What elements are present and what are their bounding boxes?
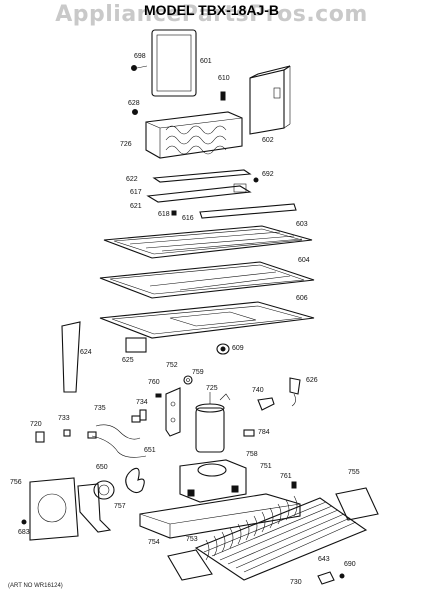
callout-740: 740 [252, 387, 264, 394]
part-734-relay [139, 409, 147, 421]
callout-698: 698 [134, 53, 146, 60]
callout-733: 733 [58, 415, 70, 422]
part-698-screw [131, 65, 148, 71]
part-733-clip [63, 429, 71, 437]
callout-628: 628 [128, 100, 140, 107]
part-757-panel [77, 483, 112, 533]
part-761-clip [291, 481, 297, 489]
callout-683: 683 [18, 529, 30, 536]
callout-650: 650 [96, 464, 108, 471]
callout-601: 601 [200, 58, 212, 65]
callout-626: 626 [306, 377, 318, 384]
part-683-screw [21, 519, 27, 525]
part-650-fan-motor [93, 480, 115, 500]
callout-784: 784 [258, 429, 270, 436]
part-760-clip [155, 393, 162, 398]
part-751-base [139, 493, 301, 539]
callout-759: 759 [192, 369, 204, 376]
callout-616: 616 [182, 215, 194, 222]
callout-753: 753 [186, 536, 198, 543]
part-610-screw [220, 91, 226, 101]
callout-730: 730 [290, 579, 302, 586]
part-643-drain [317, 571, 335, 585]
callout-754: 754 [148, 539, 160, 546]
callout-622: 622 [126, 176, 138, 183]
part-618-clip [171, 210, 177, 216]
callout-758: 758 [246, 451, 258, 458]
callout-621: 621 [130, 203, 142, 210]
callout-751: 751 [260, 463, 272, 470]
callout-606: 606 [296, 295, 308, 302]
callout-755: 755 [348, 469, 360, 476]
callout-726: 726 [120, 141, 132, 148]
watermark: AppliancePartsPros.com [55, 2, 368, 27]
part-617-heater [146, 183, 252, 203]
part-624-duct [61, 321, 81, 393]
part-603-shelf [103, 225, 313, 259]
part-759-grommet [183, 375, 193, 385]
callout-725: 725 [206, 385, 218, 392]
part-602-cover [249, 65, 291, 135]
part-726-evaporator [145, 111, 243, 159]
part-735-harness [87, 415, 147, 458]
part-651-fan-blade [125, 467, 145, 494]
part-604-shelf [99, 261, 315, 299]
callout-labels: 698 601 610 628 726 602 622 692 617 621 618 616 603 6… [10, 53, 360, 586]
part-725-motor [195, 392, 231, 453]
part-692-screw [253, 177, 259, 183]
callout-761: 761 [280, 473, 292, 480]
callout-651: 651 [144, 447, 156, 454]
callout-609: 609 [232, 345, 244, 352]
callout-757: 757 [114, 503, 126, 510]
callout-692: 692 [262, 171, 274, 178]
part-628-screw [132, 109, 138, 115]
callout-760: 760 [148, 379, 160, 386]
callout-604: 604 [298, 257, 310, 264]
part-754-panel [167, 549, 213, 581]
callout-603: 603 [296, 221, 308, 228]
part-606-pan [99, 301, 315, 339]
callout-752: 752 [166, 362, 178, 369]
callout-610: 610 [218, 75, 230, 82]
callout-602: 602 [262, 137, 274, 144]
callout-617: 617 [130, 189, 142, 196]
part-601-frame [151, 29, 197, 97]
callout-690: 690 [344, 561, 356, 568]
part-690-screw [339, 573, 345, 579]
callout-624: 624 [80, 349, 92, 356]
part-730-condenser [194, 495, 368, 581]
part-720-capacitor [35, 431, 45, 443]
part-609-knob [216, 343, 230, 355]
callout-756: 756 [10, 479, 22, 486]
diagram-title: MODEL TBX-18AJ-B [143, 2, 280, 18]
part-758-compressor-mount [179, 459, 247, 503]
callout-735: 735 [94, 405, 106, 412]
part-626-thermostat [289, 377, 301, 407]
callout-625: 625 [122, 357, 134, 364]
callout-643: 643 [318, 556, 330, 563]
callout-734: 734 [136, 399, 148, 406]
part-756-shroud [29, 477, 79, 541]
part-752-bracket [165, 387, 181, 437]
callout-720: 720 [30, 421, 42, 428]
part-616-bracket [199, 203, 297, 219]
art-number: (ART NO WR16124) [8, 583, 63, 589]
part-740-switch [257, 397, 275, 411]
part-622-rail [152, 169, 252, 183]
part-755-tray [335, 487, 379, 521]
part-625-panel [125, 337, 147, 353]
callout-618: 618 [158, 211, 170, 218]
part-784-connector [243, 429, 255, 437]
